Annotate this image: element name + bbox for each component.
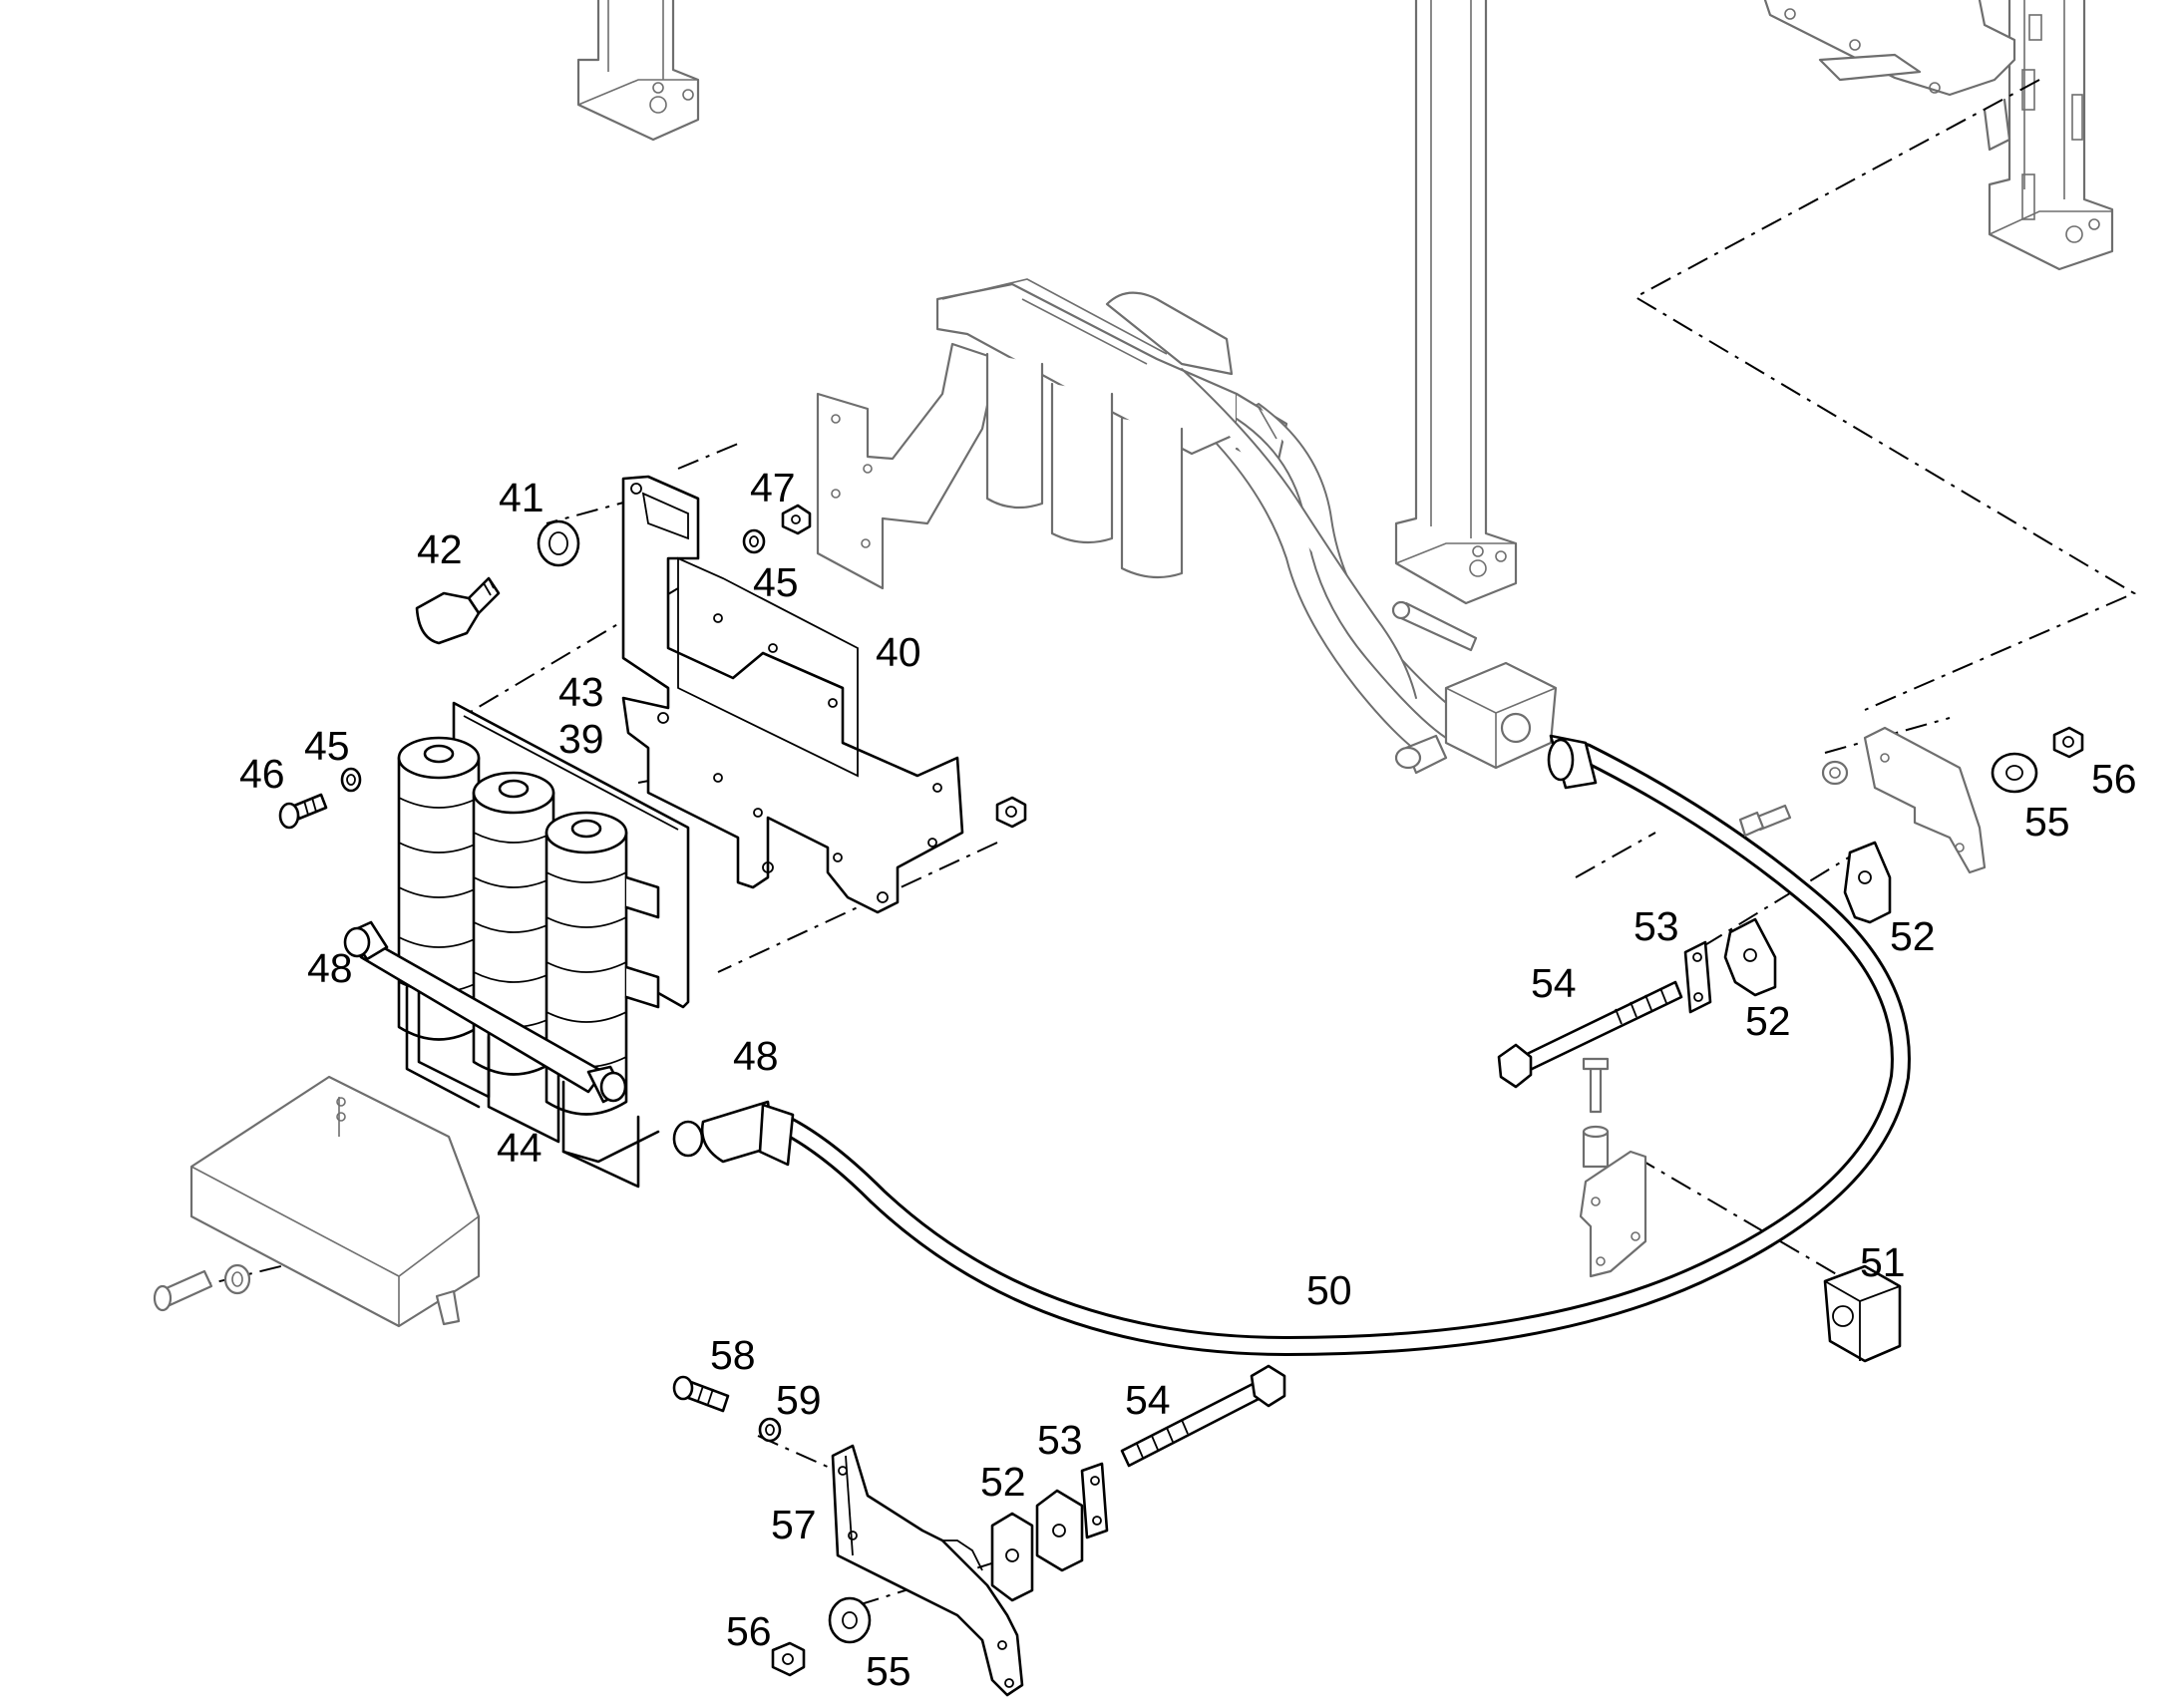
part-41-seal [537, 519, 580, 567]
callout-56-right: 56 [2091, 756, 2137, 802]
part-56-nut-right [2052, 726, 2084, 759]
part-53-plate-bottom [1080, 1462, 1109, 1539]
callout-48-left: 48 [307, 945, 353, 991]
callout-58: 58 [710, 1332, 756, 1378]
callout-54-bottom: 54 [1125, 1377, 1171, 1423]
callout-55-right: 55 [2024, 799, 2070, 845]
part-52-clamp-middle [1723, 917, 1777, 997]
callout-labels: 41 42 47 45 40 43 39 45 46 48 48 44 50 5… [239, 465, 2137, 1694]
callout-46: 46 [239, 751, 285, 797]
part-53-plate-right [1683, 940, 1712, 1014]
callout-47: 47 [750, 465, 796, 511]
callout-44: 44 [497, 1125, 543, 1171]
callout-53-right: 53 [1634, 903, 1679, 949]
callout-43: 43 [558, 669, 604, 715]
hardware-left [278, 504, 1027, 830]
filter-canister-2 [472, 771, 555, 1076]
wire-stand [405, 985, 660, 1189]
mounting-plate [621, 475, 964, 914]
callout-42: 42 [417, 526, 463, 572]
plate-nut [995, 796, 1027, 829]
part-55-washer-right [1991, 752, 2038, 794]
callout-40: 40 [876, 629, 921, 675]
part-59-washer [758, 1417, 782, 1443]
callout-57: 57 [771, 1502, 817, 1547]
part-52-clamp-bottom-b [1035, 1489, 1084, 1572]
part-45-washer-left [340, 767, 362, 793]
part-47-nut [781, 504, 812, 535]
callout-45-top: 45 [753, 559, 799, 605]
callout-52-middle: 52 [1745, 998, 1791, 1044]
callout-51: 51 [1860, 1239, 1906, 1285]
callout-59: 59 [776, 1377, 822, 1423]
callout-50: 50 [1306, 1267, 1352, 1313]
part-52-clamp-bottom-a [990, 1512, 1034, 1602]
filter-pipe [343, 920, 627, 1104]
filter-canister-3 [545, 811, 628, 1116]
callout-45-left: 45 [304, 723, 350, 769]
part-46-screw [278, 793, 328, 830]
part-54-bolt-right [1497, 980, 1683, 1089]
callout-48-right: 48 [733, 1033, 779, 1079]
callout-39: 39 [558, 716, 604, 762]
drip-tray [153, 1075, 481, 1328]
callout-56-bottom: 56 [726, 1608, 772, 1654]
callout-52-bottom: 52 [980, 1459, 1026, 1505]
part-54-bolt-bottom [1120, 1364, 1286, 1468]
callout-53-bottom: 53 [1037, 1417, 1083, 1463]
callout-54-right: 54 [1531, 960, 1577, 1006]
callout-52-upper: 52 [1890, 913, 1936, 959]
main-hose [672, 734, 1911, 1357]
part-45-washer-top [742, 528, 766, 554]
callout-55-bottom: 55 [866, 1648, 911, 1694]
right-clamp-assembly [1497, 726, 2084, 1363]
bottom-clamp-assembly [672, 1364, 1286, 1697]
part-58-screw [672, 1375, 730, 1413]
background-frame [576, 0, 2114, 775]
part-52-clamp-upper [1843, 841, 1892, 924]
part-51-clamp-block [1823, 1264, 1902, 1363]
part-42-bolt [415, 576, 501, 645]
part-55-washer-bottom [828, 1596, 872, 1644]
part-57-bracket [831, 1444, 1024, 1697]
part-56-nut-bottom [771, 1641, 806, 1677]
callout-41: 41 [499, 475, 545, 520]
